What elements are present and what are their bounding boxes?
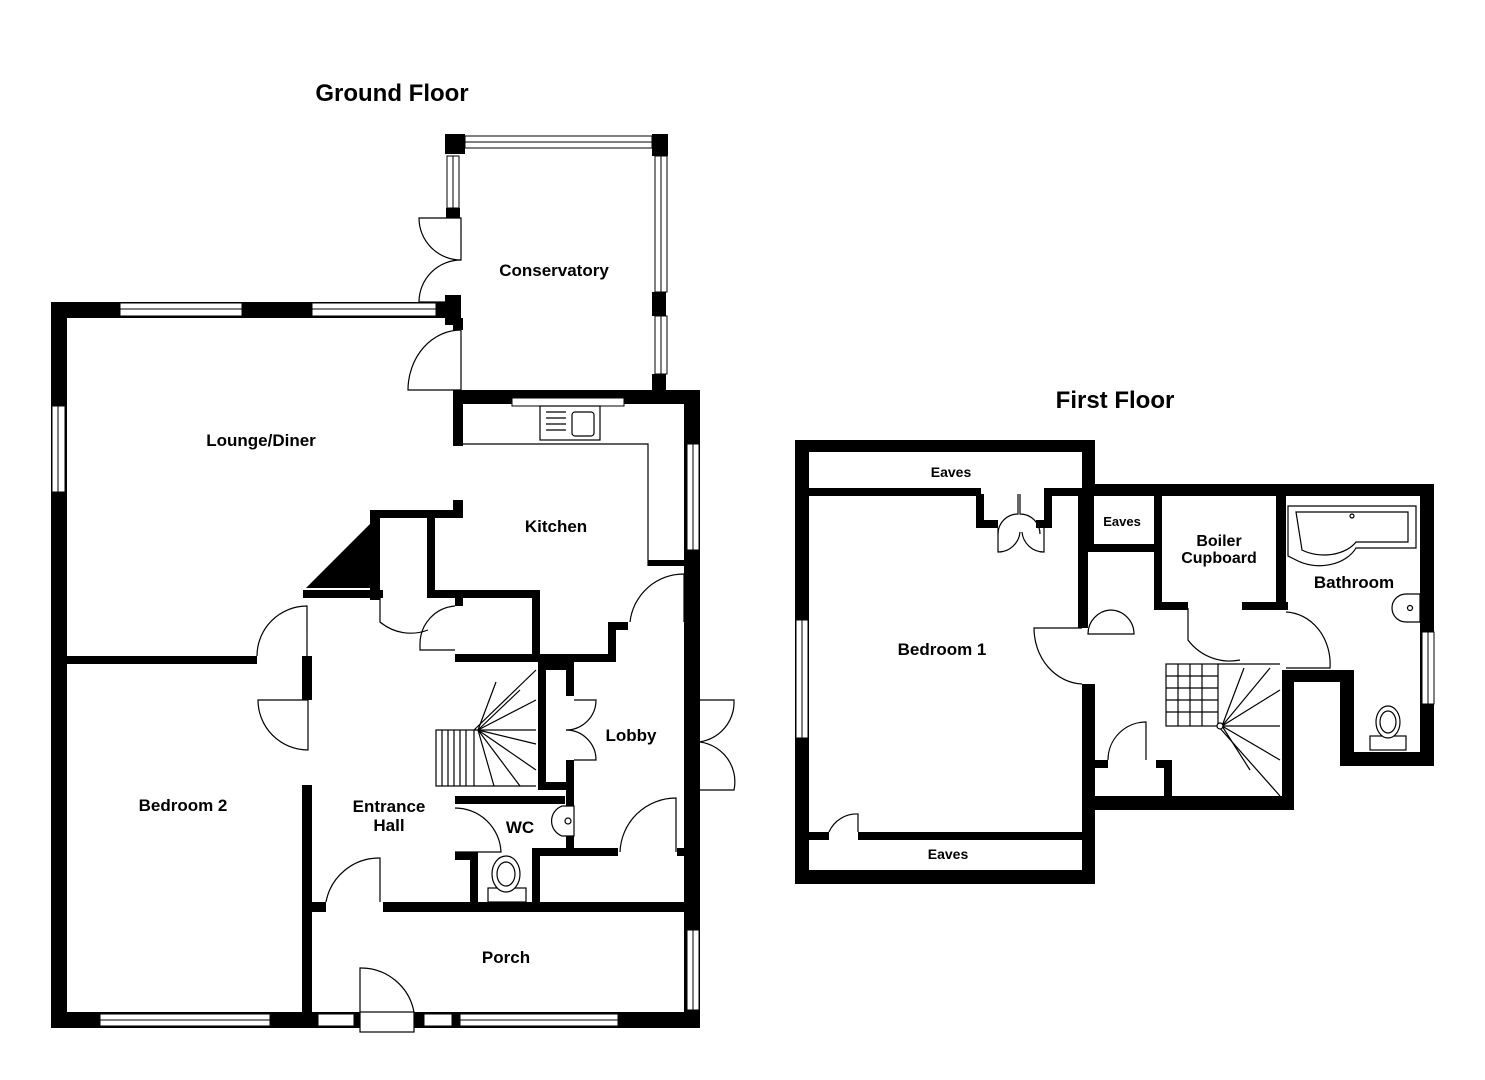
basin-icon <box>1391 593 1421 623</box>
room-label-lobby: Lobby <box>606 726 658 745</box>
room-label-lounge-diner: Lounge/Diner <box>206 431 316 450</box>
first-floor-labels: Eaves Eaves Boiler Cupboard Bathroom Bed… <box>898 464 1395 862</box>
ground-floor-title: Ground Floor <box>315 80 468 107</box>
room-label-bathroom: Bathroom <box>1314 573 1394 592</box>
room-label-cupboard: Cupboard <box>1181 550 1257 567</box>
room-label-entrance: Entrance <box>353 797 426 816</box>
staircase-icon <box>435 669 537 787</box>
first-floor-doors <box>828 494 1331 833</box>
staircase-icon <box>1165 663 1281 797</box>
room-label-hall: Hall <box>373 816 404 835</box>
room-label-wc: WC <box>506 818 534 837</box>
understairs-cupboard-icon <box>306 524 370 588</box>
room-label-conservatory: Conservatory <box>499 261 609 280</box>
ground-floor-windows <box>51 135 700 1027</box>
toilet-icon <box>1369 705 1407 751</box>
toilet-icon <box>487 855 527 903</box>
room-label-eaves-bottom: Eaves <box>928 846 969 862</box>
first-floor: First Floor <box>795 387 1435 884</box>
room-label-bedroom-2: Bedroom 2 <box>139 796 228 815</box>
room-label-bedroom-1: Bedroom 1 <box>898 640 987 659</box>
first-floor-fixtures <box>1165 505 1421 797</box>
bath-icon <box>1287 505 1417 567</box>
basin-icon <box>550 805 575 837</box>
room-label-eaves-top: Eaves <box>931 464 972 480</box>
room-label-boiler: Boiler <box>1196 533 1241 550</box>
ground-floor-doors <box>256 217 736 1033</box>
room-label-kitchen: Kitchen <box>525 517 587 536</box>
ground-floor-labels: Conservatory Lounge/Diner Kitchen Lobby … <box>139 261 657 967</box>
ground-floor-fixtures <box>306 405 649 903</box>
first-floor-windows <box>795 619 1435 739</box>
ground-floor: Ground Floor <box>51 80 736 1033</box>
room-label-porch: Porch <box>482 948 530 967</box>
first-floor-title: First Floor <box>1056 387 1175 414</box>
room-label-eaves-small: Eaves <box>1103 514 1141 529</box>
